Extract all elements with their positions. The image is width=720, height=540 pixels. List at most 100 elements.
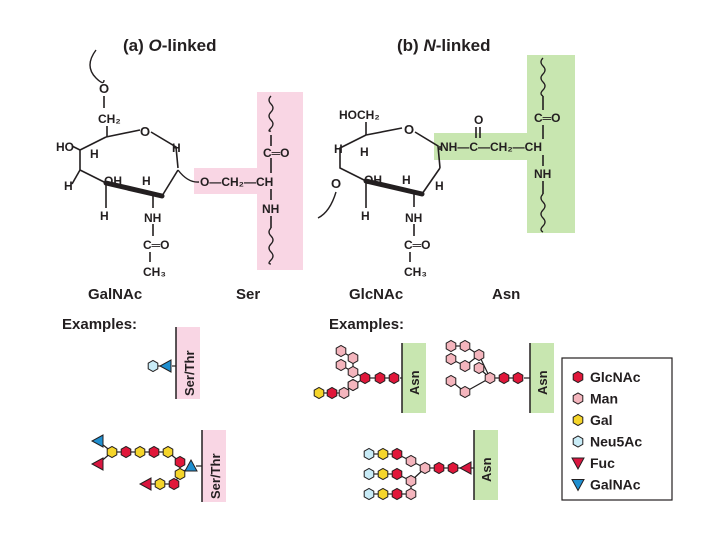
svg-text:CH₃: CH₃ [143,265,166,279]
glycan-neu5ac-symbol [572,435,584,448]
svg-text:C═O: C═O [143,238,170,252]
glycan-neu5ac-symbol [363,467,375,481]
svg-text:H: H [334,142,343,156]
glcnac-label: GlcNAc [349,286,403,303]
asn-anchor-2: Asn [529,343,554,413]
glycan-man-symbol [347,378,359,392]
glycan-gal-symbol [174,467,186,481]
glycan-man-symbol [445,339,457,353]
glycan-glcnac-symbol [433,461,445,475]
legend-item-gal: Gal [572,412,613,428]
svg-text:NH: NH [534,167,551,181]
glycan-gal-symbol [572,413,584,427]
panel-b-title: (b) N-linked [397,36,491,55]
glycan-fuc-symbol [458,461,472,475]
glycan-man-symbol [405,474,417,488]
ser-thr-anchor-1: Ser/Thr [175,327,200,399]
glycan-man-symbol [445,374,457,388]
svg-text:H: H [402,173,411,187]
svg-text:H: H [435,179,444,193]
glycan-neu5ac-symbol [363,487,375,501]
glycan-man-symbol [335,358,347,372]
glycan-man-symbol [445,352,457,366]
legend-label: Fuc [590,455,615,471]
glycan-examples [90,339,530,501]
svg-text:H: H [100,209,109,223]
svg-text:C═O: C═O [404,238,431,252]
glcnac-structure: HOCH₂ O H H O OH H H H NH C═O CH₃ NH—C—C… [317,57,561,279]
glycan-galnac-symbol [158,359,172,373]
glycan-man-symbol [459,385,471,399]
glycan-glcnac-symbol [391,447,403,461]
svg-text:O—CH₂—CH: O—CH₂—CH [200,175,273,189]
glycan-man-symbol [335,344,347,358]
glycan-glcnac-symbol [168,477,180,491]
svg-text:O: O [140,124,150,139]
legend-label: Gal [590,412,613,428]
glycan-man-symbol [347,365,359,379]
svg-text:NH: NH [144,211,161,225]
glycan-glcnac-symbol [120,445,132,459]
galnac-structure: O CH₂ O HO H H OH H H H NH C═O CH₃ O—CH₂… [56,49,290,279]
svg-text:H: H [64,179,73,193]
svg-text:NH: NH [405,211,422,225]
glycan-galnac-symbol [571,479,585,492]
glycan-fuc-symbol [571,457,585,471]
glycan-galnac-symbol [184,458,198,472]
glycan-glcnac-symbol [572,370,584,384]
glycan-gal-symbol [154,477,166,491]
svg-text:H: H [172,141,181,155]
ser-link-highlight [194,168,257,194]
svg-text:Ser/Thr: Ser/Thr [208,453,223,499]
glycan-man-symbol [572,392,584,405]
legend-item-glcnac: GlcNAc [572,369,641,385]
glycan-glcnac-symbol [388,371,400,385]
glycan-gal-symbol [313,386,325,400]
glycan-glcnac-symbol [326,386,338,400]
asn-highlight [527,55,575,233]
glycan-gal-symbol [377,447,389,461]
glycan-fuc-symbol [90,457,104,471]
glycan-man-symbol [473,348,485,362]
glycan-glcnac-symbol [359,371,371,385]
legend-label: Man [590,391,618,407]
legend-item-neu5ac: Neu5Ac [572,434,642,450]
asn-label: Asn [492,286,520,303]
svg-text:OH: OH [104,174,122,188]
asn-anchor-1: Asn [401,343,426,413]
glycan-glcnac-symbol [391,487,403,501]
glycan-gal-symbol [377,487,389,501]
glycan-man-symbol [459,359,471,373]
svg-text:Asn: Asn [407,370,422,395]
svg-text:CH₃: CH₃ [404,265,427,279]
glycan-neu5ac-symbol [147,359,159,373]
ser-thr-anchor-2: Ser/Thr [201,430,226,502]
ser-highlight [257,92,303,270]
glycan-man-symbol [484,371,496,385]
glycan-gal-symbol [162,445,174,459]
glycan-man-symbol [405,454,417,468]
galnac-label: GalNAc [88,286,142,303]
glycan-man-symbol [459,339,471,353]
svg-text:HO: HO [56,140,74,154]
glycan-man-symbol [419,461,431,475]
legend-item-man: Man [572,391,618,407]
glycan-glcnac-symbol [447,461,459,475]
svg-text:Asn: Asn [479,457,494,482]
svg-text:O: O [474,113,483,127]
glycan-glcnac-symbol [148,445,160,459]
panel-a-title: (a) O-linked [123,36,217,55]
glycan-glcnac-symbol [174,455,186,469]
svg-text:Ser/Thr: Ser/Thr [182,350,197,396]
glycan-gal-symbol [377,467,389,481]
glycan-man-symbol [347,351,359,365]
glycan-glcnac-symbol [512,371,524,385]
glycan-glcnac-symbol [374,371,386,385]
glycan-man-symbol [473,361,485,375]
svg-text:H: H [360,145,369,159]
svg-text:C═O: C═O [263,146,290,160]
glycan-man-symbol [405,487,417,501]
svg-text:H: H [361,209,370,223]
